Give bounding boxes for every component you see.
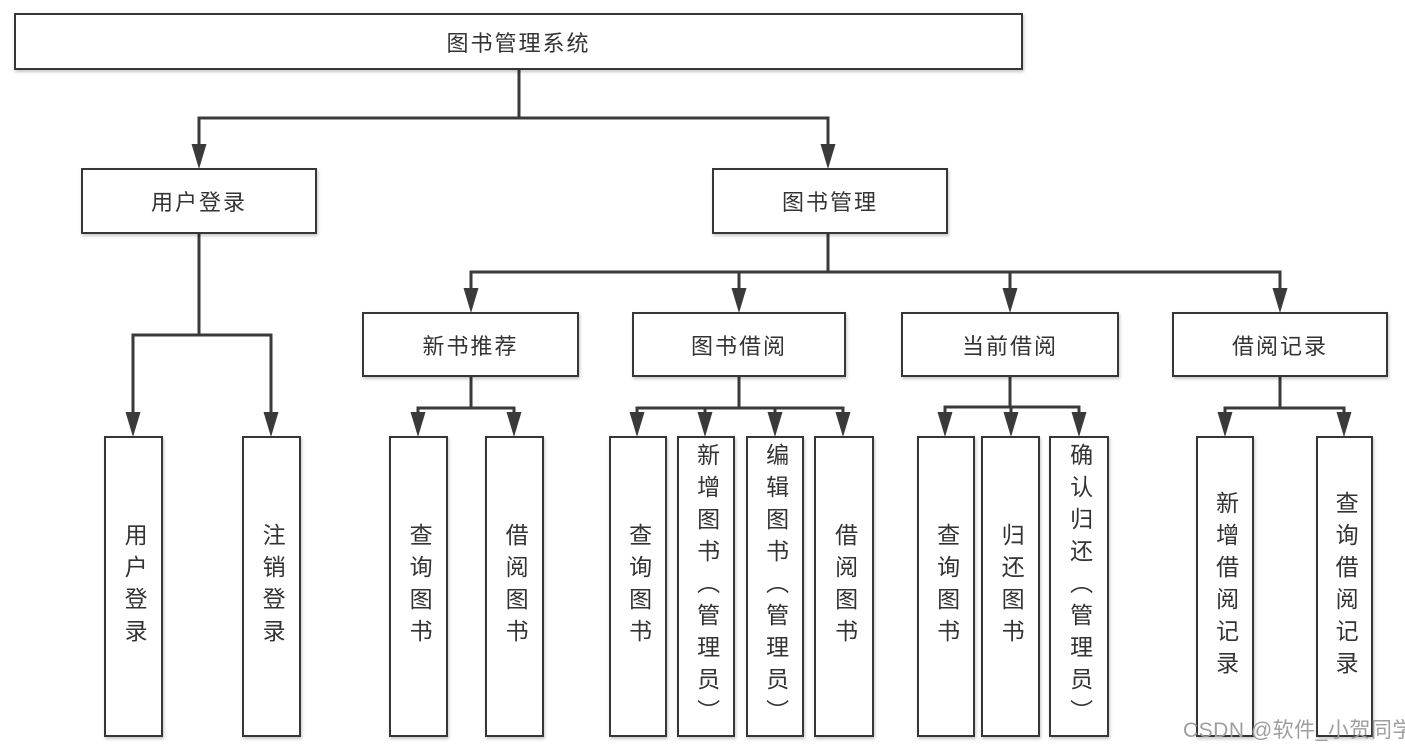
leaf-label: 归还图书 bbox=[998, 522, 1025, 651]
node-book-management: 图书管理 bbox=[712, 168, 948, 234]
connector-borrow-record-to-leaves bbox=[1217, 374, 1352, 437]
leaf-label: 查询图书 bbox=[933, 522, 960, 651]
leaf-label: 查询图书 bbox=[625, 522, 652, 651]
node-label: 图书管理系统 bbox=[446, 30, 591, 56]
connector-new-book-to-leaves bbox=[410, 374, 522, 437]
node-new-book-recommend: 新书推荐 bbox=[362, 312, 579, 377]
connector-book-borrow-to-leaves bbox=[629, 374, 851, 437]
leaf-record-query-borrow-record: 查询借阅记录 bbox=[1316, 436, 1373, 737]
leaf-record-add-borrow-record: 新增借阅记录 bbox=[1196, 436, 1254, 737]
leaf-logout: 注销登录 bbox=[242, 436, 301, 737]
leaf-newbook-query-book: 查询图书 bbox=[389, 436, 448, 737]
connector-root-to-level1 bbox=[191, 67, 836, 169]
node-user-login: 用户登录 bbox=[81, 168, 317, 234]
leaf-current-confirm-return-admin: 确认归还（管理员） bbox=[1049, 436, 1109, 737]
node-current-borrow: 当前借阅 bbox=[901, 312, 1119, 377]
leaf-borrow-edit-book-admin: 编辑图书（管理员） bbox=[746, 436, 804, 737]
node-label: 借阅记录 bbox=[1231, 333, 1328, 359]
leaf-user-login: 用户登录 bbox=[104, 436, 163, 737]
node-library-management-system: 图书管理系统 bbox=[14, 13, 1023, 70]
connector-current-borrow-to-leaves bbox=[937, 374, 1087, 437]
node-book-borrow: 图书借阅 bbox=[632, 312, 846, 377]
leaf-borrow-query-book: 查询图书 bbox=[609, 436, 667, 737]
leaf-newbook-borrow-book: 借阅图书 bbox=[485, 436, 544, 737]
leaf-label: 用户登录 bbox=[121, 522, 148, 651]
node-borrow-record: 借阅记录 bbox=[1172, 312, 1388, 377]
leaf-label: 查询图书 bbox=[406, 522, 433, 651]
leaf-label: 新增图书（管理员） bbox=[693, 442, 720, 731]
leaf-label: 注销登录 bbox=[259, 522, 286, 651]
node-label: 图书管理 bbox=[781, 190, 878, 215]
node-label: 图书借阅 bbox=[690, 333, 787, 359]
connector-book-mgmt-to-level2 bbox=[463, 231, 1288, 313]
leaf-label: 编辑图书（管理员） bbox=[762, 442, 789, 731]
leaf-label: 新增借阅记录 bbox=[1212, 490, 1239, 683]
leaf-label: 借阅图书 bbox=[502, 522, 529, 651]
leaf-borrow-borrow-book: 借阅图书 bbox=[814, 436, 874, 737]
node-label: 新书推荐 bbox=[422, 333, 519, 359]
node-label: 当前借阅 bbox=[961, 333, 1058, 359]
leaf-current-return-book: 归还图书 bbox=[981, 436, 1040, 737]
leaf-label: 查询借阅记录 bbox=[1332, 490, 1359, 683]
leaf-borrow-add-book-admin: 新增图书（管理员） bbox=[677, 436, 735, 737]
csdn-watermark: CSDN @软件_小贺同学 bbox=[1183, 719, 1405, 742]
connector-user-login-to-leaves bbox=[125, 231, 279, 437]
leaf-label: 借阅图书 bbox=[831, 522, 858, 651]
leaf-label: 确认归还（管理员） bbox=[1066, 442, 1093, 731]
leaf-current-query-book: 查询图书 bbox=[917, 436, 975, 737]
node-label: 用户登录 bbox=[150, 190, 247, 215]
